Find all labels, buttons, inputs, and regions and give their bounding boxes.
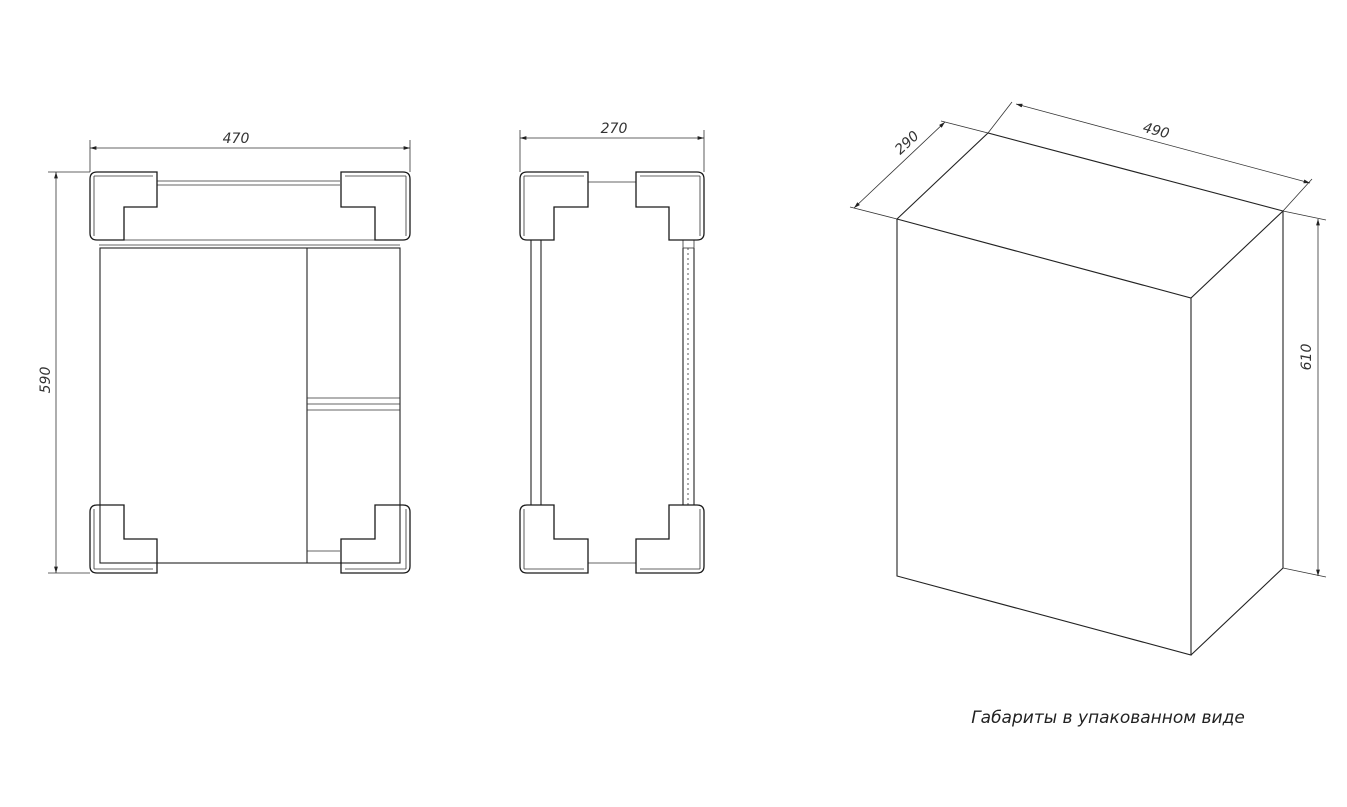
dimension-height: 590 — [38, 171, 90, 574]
side-corner-bottom-left — [519, 504, 589, 574]
front-width-label: 470 — [223, 131, 250, 147]
package-height-label: 610 — [1299, 344, 1315, 371]
package-width-label: 490 — [1141, 120, 1171, 142]
corner-protector-bottom-left — [89, 504, 158, 574]
package-depth-dimension: 290 — [849, 120, 989, 220]
front-view: 470 590 — [38, 131, 411, 574]
package-view: 290 490 610 Габариты в упакованном виде — [849, 101, 1327, 728]
package-caption: Габариты в упакованном виде — [971, 708, 1245, 728]
package-width-dimension: 490 — [987, 101, 1313, 212]
package-depth-label: 290 — [892, 128, 923, 158]
dimension-width: 470 — [89, 131, 411, 172]
side-depth-label: 270 — [601, 121, 628, 137]
package-height-dimension: 610 — [1282, 210, 1327, 578]
front-height-label: 590 — [38, 367, 54, 394]
corner-protector-bottom-right — [340, 504, 411, 574]
side-corner-top-left — [519, 171, 589, 241]
side-view: 270 — [519, 121, 705, 574]
side-corner-bottom-right — [635, 504, 705, 574]
corner-protector-top-right — [340, 171, 411, 241]
corner-protector-top-left — [89, 171, 158, 241]
package-box — [895, 132, 1285, 656]
side-corner-top-right — [635, 171, 705, 241]
dimension-depth: 270 — [519, 121, 705, 172]
